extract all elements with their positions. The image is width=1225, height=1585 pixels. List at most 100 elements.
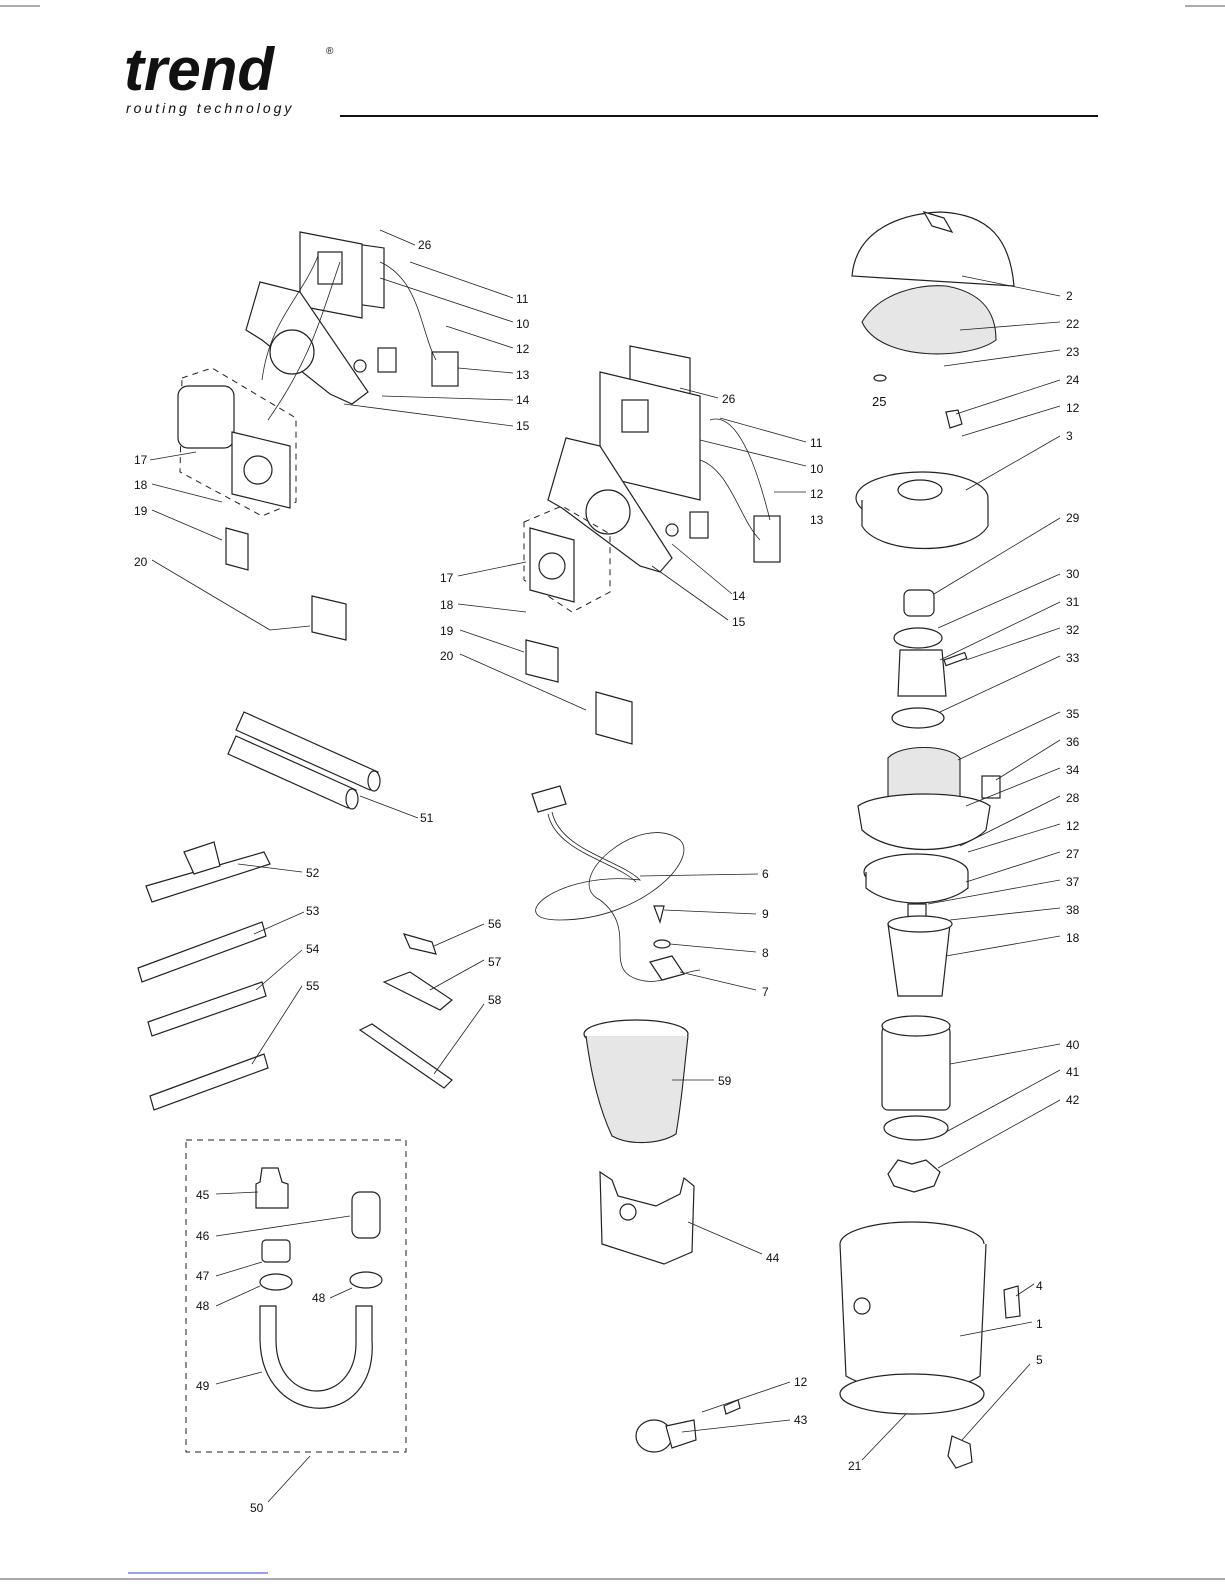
screw-9: [654, 906, 664, 922]
callout-31: 31: [1066, 595, 1080, 609]
callout-10: 10: [516, 317, 530, 331]
callout-12: 12: [516, 342, 530, 356]
callout-46: 46: [196, 1229, 210, 1243]
callout-57: 57: [488, 955, 502, 969]
callout-12: 12: [1066, 401, 1080, 415]
callout-53: 53: [306, 904, 320, 918]
callout-52: 52: [306, 866, 320, 880]
callout-54: 54: [306, 942, 320, 956]
washer-25: [874, 375, 886, 381]
callout-48: 48: [312, 1291, 326, 1305]
plug-6: [532, 786, 566, 812]
connector-43: [636, 1420, 672, 1452]
callout-10: 10: [810, 462, 824, 476]
callout-43: 43: [794, 1413, 808, 1427]
callout-12: 12: [810, 487, 824, 501]
callout-55: 55: [306, 979, 320, 993]
filter-bag-59: [586, 1036, 688, 1143]
callout-26: 26: [418, 238, 432, 252]
callout-32: 32: [1066, 623, 1080, 637]
callout-18: 18: [134, 478, 148, 492]
terminal-block-a: [432, 352, 458, 386]
callout-15: 15: [732, 615, 746, 629]
cage-38: [888, 924, 950, 996]
upholstery-tool-57: [384, 972, 452, 1010]
callout-7: 7: [762, 985, 769, 999]
callout-34: 34: [1066, 763, 1080, 777]
callout-11: 11: [516, 292, 529, 306]
callout-14: 14: [732, 589, 746, 603]
power-cord-group: [532, 786, 700, 981]
callout-13: 13: [516, 368, 530, 382]
callout-33: 33: [1066, 651, 1080, 665]
callout-56: 56: [488, 917, 502, 931]
tank-base-21: [840, 1374, 984, 1414]
callout-42: 42: [1066, 1093, 1080, 1107]
switch-assembly-a: [178, 232, 458, 640]
bearing-29: [904, 590, 934, 616]
callout-19: 19: [134, 504, 148, 518]
cover-plate-a: [178, 386, 234, 448]
callout-41: 41: [1066, 1065, 1080, 1079]
floor-tool-55: [150, 1054, 268, 1110]
callout-25: 25: [872, 394, 886, 409]
callout-48: 48: [196, 1299, 210, 1313]
callout-36: 36: [1066, 735, 1080, 749]
callout-35: 35: [1066, 707, 1080, 721]
callout-30: 30: [1066, 567, 1080, 581]
switch-20b: [596, 692, 632, 744]
callout-8: 8: [762, 946, 769, 960]
switch-20a: [312, 596, 346, 640]
transformer-b: [622, 400, 648, 432]
connector-46: [352, 1192, 380, 1238]
callout-20: 20: [134, 555, 148, 569]
callout-21: 21: [848, 1459, 862, 1473]
gasket-41: [884, 1116, 948, 1140]
castor-5: [948, 1436, 972, 1468]
ring-30: [894, 628, 942, 648]
nut-42: [888, 1160, 940, 1192]
ring-48b: [350, 1272, 382, 1288]
callout-3: 3: [1066, 429, 1073, 443]
callout-19: 19: [440, 624, 454, 638]
brand-logo: trend ® routing technology: [124, 36, 334, 116]
hose-49: [260, 1306, 372, 1408]
hose-kit-outline: [186, 1140, 406, 1452]
cable-clamp-7: [650, 956, 684, 980]
brand-registered-mark: ®: [326, 46, 334, 57]
nozzle-45: [256, 1168, 288, 1208]
crop-marks: [0, 6, 1225, 1579]
callout-27: 27: [1066, 847, 1080, 861]
callout-24: 24: [1066, 373, 1080, 387]
brand-tagline: routing technology: [126, 100, 294, 116]
floor-tool-53: [138, 922, 266, 982]
callout-5: 5: [1036, 1353, 1043, 1367]
callout-17: 17: [440, 571, 454, 585]
callout-17: 17: [134, 453, 148, 467]
indicator-lamp-a: [354, 360, 366, 372]
callout-18: 18: [1066, 931, 1080, 945]
hose-kit: [186, 1140, 406, 1452]
transformer-a: [318, 252, 342, 284]
callout-49: 49: [196, 1379, 210, 1393]
callout-18: 18: [440, 598, 454, 612]
cuff-47: [262, 1240, 290, 1262]
brand-name: trend: [124, 36, 275, 103]
callout-11: 11: [810, 436, 823, 450]
switch-19a: [226, 528, 248, 570]
callout-45: 45: [196, 1188, 210, 1202]
callout-6: 6: [762, 867, 769, 881]
tubes-and-tools: [138, 712, 452, 1110]
motor-31: [898, 650, 946, 696]
callout-44: 44: [766, 1251, 780, 1265]
callout-28: 28: [1066, 791, 1080, 805]
callout-20: 20: [440, 649, 454, 663]
callout-12: 12: [794, 1375, 808, 1389]
callout-29: 29: [1066, 511, 1080, 525]
callout-51: 51: [420, 811, 434, 825]
brush-32: [944, 652, 967, 665]
tank-1: [840, 1244, 986, 1391]
bag-and-bracket: [584, 1020, 740, 1452]
switch-19b: [526, 640, 558, 682]
